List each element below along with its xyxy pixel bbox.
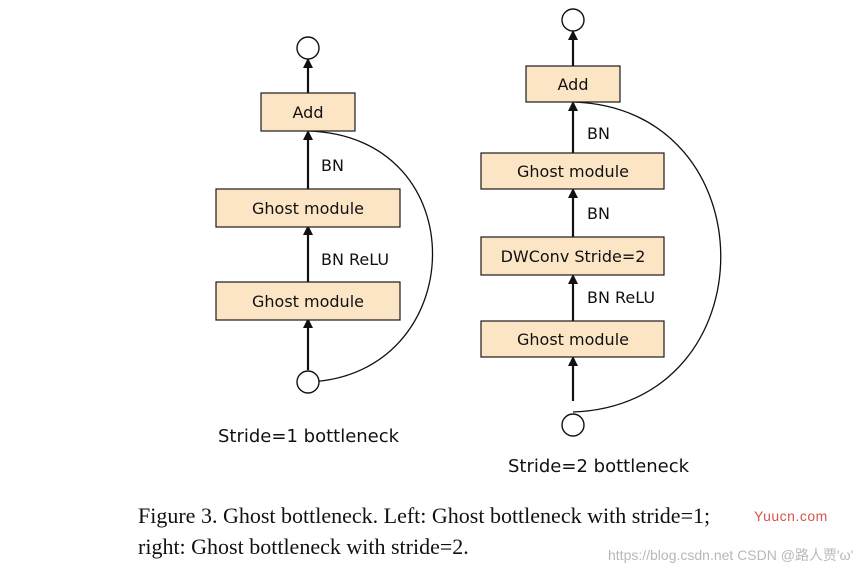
left-skip-connection xyxy=(307,130,434,383)
left-diagram-title: Stride=1 bottleneck xyxy=(218,426,400,447)
left-add-box xyxy=(260,92,356,132)
right-ghost-module-upper-box xyxy=(480,152,665,190)
right-bottleneck: Add Ghost module DWConv Stride=2 Ghost m… xyxy=(480,8,722,477)
left-ghost-module-lower-box xyxy=(215,281,401,321)
right-edge-label-bn-middle: BN xyxy=(587,204,610,223)
right-ghost-module-lower-label: Ghost module xyxy=(517,330,629,349)
right-diagram-title: Stride=2 bottleneck xyxy=(508,456,690,477)
right-add-box xyxy=(525,65,621,103)
left-ghost-module-lower-label: Ghost module xyxy=(252,292,364,311)
left-ghost-module-upper-box xyxy=(215,188,401,228)
ghost-bottleneck-diagram: Add Ghost module Ghost module BN BN ReLU… xyxy=(215,8,722,477)
left-edge-label-bn: BN xyxy=(321,156,344,175)
right-ghost-module-upper-label: Ghost module xyxy=(517,162,629,181)
caption-line-1: Figure 3. Ghost bottleneck. Left: Ghost … xyxy=(138,503,711,528)
right-output-node xyxy=(561,8,585,32)
right-edge-label-bn-relu: BN ReLU xyxy=(587,288,655,307)
right-add-label: Add xyxy=(558,75,589,94)
left-bottleneck: Add Ghost module Ghost module BN BN ReLU… xyxy=(215,36,434,447)
right-ghost-module-lower-box xyxy=(480,320,665,358)
caption-line-2: right: Ghost bottleneck with stride=2. xyxy=(138,534,469,559)
right-skip-connection xyxy=(572,101,722,413)
figure-caption: Figure 3. Ghost bottleneck. Left: Ghost … xyxy=(138,500,710,562)
right-edge-label-bn-top: BN xyxy=(587,124,610,143)
left-input-node xyxy=(296,370,320,394)
csdn-watermark: https://blog.csdn.net CSDN @路人贾'ω' xyxy=(608,547,854,563)
right-dwconv-label: DWConv Stride=2 xyxy=(501,247,646,266)
left-add-label: Add xyxy=(293,103,324,122)
left-edge-label-bn-relu: BN ReLU xyxy=(321,250,389,269)
right-input-node xyxy=(561,413,585,437)
left-ghost-module-upper-label: Ghost module xyxy=(252,199,364,218)
right-dwconv-box xyxy=(480,236,665,276)
left-output-node xyxy=(296,36,320,60)
site-watermark: Yuucn.com xyxy=(754,508,828,524)
